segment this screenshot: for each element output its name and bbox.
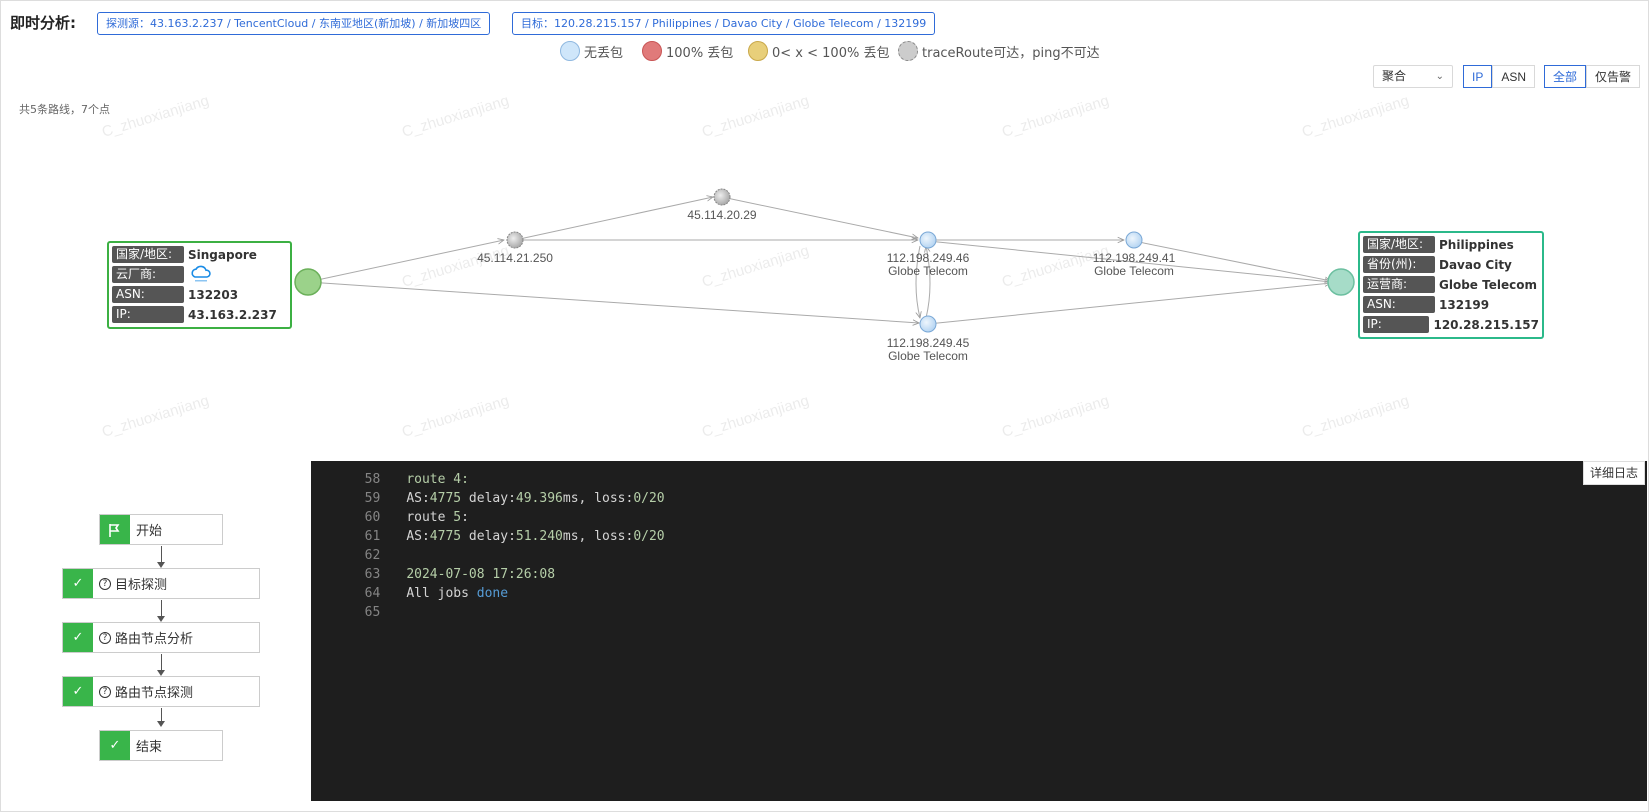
flow-connector bbox=[161, 546, 162, 562]
hop-node[interactable] bbox=[713, 188, 731, 206]
mode-select-value: 聚合 bbox=[1382, 69, 1407, 83]
info-row: 国家/地区: Singapore bbox=[112, 245, 287, 264]
flow-connector bbox=[161, 600, 162, 616]
chevron-down-icon: ⌄ bbox=[1435, 71, 1444, 82]
info-value: Singapore bbox=[188, 247, 257, 262]
check-icon: ✓ bbox=[63, 677, 93, 706]
flow-label: 路由节点探测 bbox=[115, 686, 194, 701]
info-key: IP: bbox=[1363, 316, 1430, 333]
code-line: 65 bbox=[364, 605, 381, 620]
alert-toggle: 全部 仅告警 bbox=[1544, 65, 1641, 88]
arrow-down-icon bbox=[157, 562, 165, 568]
legend-label: 100% 丢包 bbox=[666, 45, 734, 61]
arrow-down-icon bbox=[157, 616, 165, 622]
info-key: 省份(州): bbox=[1363, 256, 1435, 273]
mode-select[interactable]: 聚合 ⌄ bbox=[1373, 65, 1453, 88]
view-asn-button[interactable]: ASN bbox=[1492, 65, 1536, 88]
check-icon: ✓ bbox=[63, 623, 93, 652]
page-title: 即时分析: bbox=[10, 14, 76, 32]
info-row: 国家/地区: Philippines bbox=[1363, 235, 1539, 254]
info-key: ASN: bbox=[1363, 296, 1435, 313]
info-row: IP: 120.28.215.157 bbox=[1363, 315, 1539, 334]
info-row: ASN: 132199 bbox=[1363, 295, 1539, 314]
info-value: Philippines bbox=[1439, 237, 1514, 252]
flow-step-target-probe[interactable]: ✓ ? 目标探测 bbox=[62, 568, 260, 599]
no-loss-dot-icon bbox=[560, 41, 580, 61]
legend-full-loss: 100% 丢包 bbox=[642, 41, 733, 61]
flow-step-route-probe[interactable]: ✓ ? 路由节点探测 bbox=[62, 676, 260, 707]
help-icon[interactable]: ? bbox=[99, 631, 111, 644]
info-row: ASN: 132203 bbox=[112, 285, 287, 304]
legend-label: traceRoute可达，ping不可达 bbox=[922, 45, 1100, 61]
hop-node[interactable] bbox=[919, 315, 937, 333]
view-toggle: IP ASN bbox=[1463, 65, 1536, 88]
help-icon[interactable]: ? bbox=[99, 577, 111, 590]
legend-partial-loss: 0< x < 100% 丢包 bbox=[748, 41, 889, 61]
legend-traceroute-only: traceRoute可达，ping不可达 bbox=[898, 41, 1100, 61]
flow-end-node[interactable]: ✓ 结束 bbox=[99, 730, 223, 761]
flow-label: 开始 bbox=[136, 524, 163, 539]
partial-loss-dot-icon bbox=[748, 41, 768, 61]
source-node[interactable] bbox=[294, 268, 322, 296]
flow-label: 目标探测 bbox=[115, 578, 168, 593]
info-value: 132199 bbox=[1439, 297, 1490, 312]
info-key: 国家/地区: bbox=[1363, 236, 1435, 253]
hop-node[interactable] bbox=[1125, 231, 1143, 249]
info-key: ASN: bbox=[112, 286, 184, 303]
alerts-only-button[interactable]: 仅告警 bbox=[1586, 65, 1641, 88]
legend-label: 0< x < 100% 丢包 bbox=[772, 45, 890, 61]
legend-no-loss: 无丢包 bbox=[560, 41, 623, 61]
route-summary: 共5条路线，7个点 bbox=[19, 103, 110, 116]
traceroute-dot-icon bbox=[898, 41, 918, 61]
info-key: 运营商: bbox=[1363, 276, 1435, 293]
source-info-card: 国家/地区: Singapore 云厂商: ASN: 132203 IP: 43… bbox=[107, 241, 292, 329]
full-loss-dot-icon bbox=[642, 41, 662, 61]
code-line: 62 bbox=[364, 548, 381, 563]
hop-node[interactable] bbox=[506, 231, 524, 249]
info-row: 省份(州): Davao City bbox=[1363, 255, 1539, 274]
legend-label: 无丢包 bbox=[584, 45, 624, 61]
flow-connector bbox=[161, 654, 162, 670]
check-icon: ✓ bbox=[100, 731, 130, 760]
hop-node[interactable] bbox=[919, 231, 937, 249]
flow-label: 路由节点分析 bbox=[115, 632, 194, 647]
info-row: IP: 43.163.2.237 bbox=[112, 305, 287, 324]
info-row: 运营商: Globe Telecom bbox=[1363, 275, 1539, 294]
info-value: 120.28.215.157 bbox=[1433, 317, 1539, 332]
probe-target-tag[interactable]: 目标：120.28.215.157 / Philippines / Davao … bbox=[512, 12, 936, 35]
info-value: Davao City bbox=[1439, 257, 1512, 272]
flow-label: 结束 bbox=[136, 740, 163, 755]
target-info-card: 国家/地区: Philippines 省份(州): Davao City 运营商… bbox=[1358, 231, 1544, 339]
flow-connector bbox=[161, 708, 162, 722]
cloud-provider-logo-icon bbox=[188, 264, 214, 285]
flag-icon bbox=[100, 515, 130, 544]
show-all-button[interactable]: 全部 bbox=[1544, 65, 1587, 88]
target-node[interactable] bbox=[1327, 268, 1355, 296]
arrow-down-icon bbox=[157, 670, 165, 676]
info-value: Globe Telecom bbox=[1439, 277, 1537, 292]
info-key: 云厂商: bbox=[112, 266, 184, 283]
info-key: 国家/地区: bbox=[112, 246, 184, 263]
detail-log-button[interactable]: 详细日志 bbox=[1582, 461, 1645, 485]
check-icon: ✓ bbox=[63, 569, 93, 598]
info-key: IP: bbox=[112, 306, 184, 323]
info-row: 云厂商: bbox=[112, 265, 287, 284]
arrow-down-icon bbox=[157, 721, 165, 727]
help-icon[interactable]: ? bbox=[99, 685, 111, 698]
info-value: 43.163.2.237 bbox=[188, 307, 277, 322]
info-value: 132203 bbox=[188, 287, 239, 302]
probe-source-tag[interactable]: 探测源：43.163.2.237 / TencentCloud / 东南亚地区(… bbox=[97, 12, 491, 35]
flow-step-route-analysis[interactable]: ✓ ? 路由节点分析 bbox=[62, 622, 260, 653]
view-ip-button[interactable]: IP bbox=[1463, 65, 1493, 88]
flow-start-node[interactable]: 开始 bbox=[99, 514, 223, 545]
